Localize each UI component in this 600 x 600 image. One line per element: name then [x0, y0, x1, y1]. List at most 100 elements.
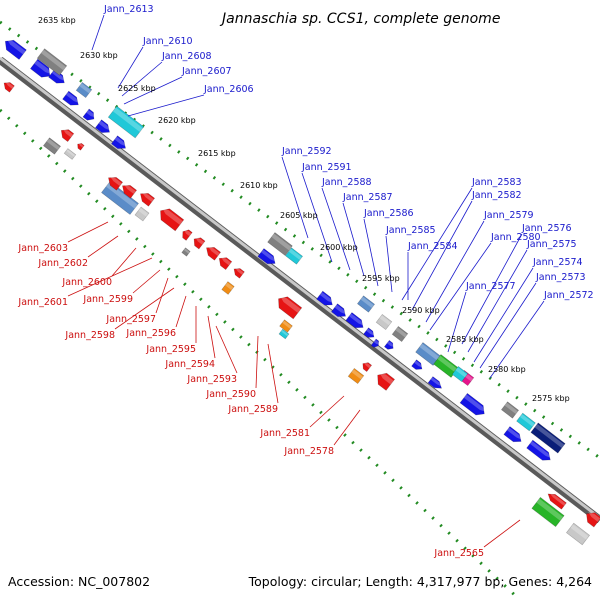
gene-shape [60, 129, 75, 143]
gene-shine [41, 49, 66, 71]
gene-labels: Jann_2613Jann_2610Jann_2608Jann_2607Jann… [17, 4, 593, 559]
gene-shine [360, 296, 374, 308]
gene-shine [419, 343, 440, 361]
gene-shape [193, 237, 206, 250]
gene-label-reverse: Jann_2599 [82, 294, 133, 305]
gene-shape [345, 312, 364, 329]
gene-feature [547, 492, 567, 510]
leader-line [123, 76, 183, 105]
gene-shape [77, 143, 85, 151]
gene-shape [391, 325, 409, 343]
gene-shape [82, 108, 95, 121]
gene-shine [106, 182, 138, 209]
gene-shape [4, 39, 27, 60]
gene-feature [108, 176, 124, 191]
gene-feature [459, 392, 486, 416]
gene-shape [377, 372, 396, 391]
gene-shape [122, 185, 138, 199]
gene-shape [134, 206, 150, 222]
gene-shape [107, 105, 145, 139]
gene-shape [415, 342, 441, 366]
gene-label-forward: Jann_2584 [407, 241, 458, 252]
gene-shine [6, 39, 26, 55]
gene-feature [160, 208, 185, 232]
gene-feature [375, 313, 393, 331]
gene-shape [75, 81, 93, 99]
gene-shine [334, 304, 347, 315]
gene-shine [195, 237, 205, 245]
gene-shape [36, 48, 68, 76]
gene-label-forward: Jann_2591 [301, 162, 352, 173]
gene-shape [278, 296, 303, 320]
gene-label-reverse: Jann_2581 [259, 428, 310, 439]
gene-feature [206, 246, 222, 261]
gene-feature [500, 401, 520, 419]
gene-feature [36, 48, 68, 76]
gene-shape [433, 354, 459, 378]
gene-shine [271, 233, 292, 251]
scale-label: 2625 kbp [118, 84, 156, 93]
gene-feature [531, 496, 565, 528]
gene-label-forward: Jann_2613 [103, 4, 154, 15]
gene-shape [221, 281, 235, 295]
scale-rulers [0, 20, 600, 600]
gene-feature [75, 81, 93, 99]
gene-shape [330, 303, 346, 317]
gene-feature [3, 81, 15, 93]
scale-label: 2630 kbp [80, 51, 118, 60]
gene-shine [65, 92, 80, 104]
gene-feature [451, 365, 469, 383]
gene-shine [123, 184, 136, 194]
gene-shine [98, 120, 111, 131]
scale-label: 2595 kbp [362, 274, 400, 283]
gene-feature [565, 522, 591, 546]
gene-label-reverse: Jann_2602 [37, 258, 88, 269]
leader-line [342, 202, 365, 277]
leader-line [281, 156, 309, 239]
leader-line [91, 14, 105, 51]
gene-shape [181, 247, 191, 257]
gene-shape [347, 367, 365, 385]
gene-shine [207, 246, 220, 256]
gene-shine [138, 207, 149, 217]
scale-label: 2575 kbp [532, 394, 570, 403]
gene-feature [140, 192, 156, 207]
gene-feature [218, 256, 233, 271]
gene-shape [62, 90, 79, 106]
gene-shape [363, 327, 375, 338]
gene-shape [356, 295, 376, 313]
gene-shine [78, 143, 84, 148]
gene-shine [351, 369, 364, 380]
gene-shape [160, 208, 185, 232]
genome-title: Jannaschia sp. CCS1, complete genome [219, 11, 500, 27]
gene-shine [414, 360, 423, 368]
leader-line [321, 187, 351, 271]
gene-shine [379, 315, 392, 326]
gene-shine [349, 313, 365, 326]
gene-feature [362, 362, 373, 373]
scale-label: 2585 kbp [446, 335, 484, 344]
gene-label-forward: Jann_2582 [471, 190, 522, 201]
backbone-highlight [0, 56, 600, 520]
scale-label: 2610 kbp [240, 181, 278, 190]
gene-feature [284, 247, 304, 265]
leader-line [117, 46, 144, 89]
gene-label-reverse: Jann_2597 [105, 314, 156, 325]
leader-line [467, 249, 528, 353]
gene-label-reverse: Jann_2589 [227, 404, 278, 415]
gene-shape [531, 496, 565, 528]
gene-label-reverse: Jann_2594 [164, 359, 215, 370]
gene-feature [29, 58, 52, 78]
gene-label-forward: Jann_2608 [161, 51, 212, 62]
leader-line [121, 61, 163, 97]
gene-shape [516, 412, 536, 432]
gene-shape [63, 148, 77, 160]
gene-label-reverse: Jann_2590 [205, 389, 256, 400]
gene-feature [363, 327, 375, 338]
gene-shine [534, 423, 565, 449]
gene-shine [79, 83, 92, 94]
gene-shape [565, 522, 591, 546]
gene-feature [77, 143, 85, 151]
gene-shine [549, 492, 566, 506]
